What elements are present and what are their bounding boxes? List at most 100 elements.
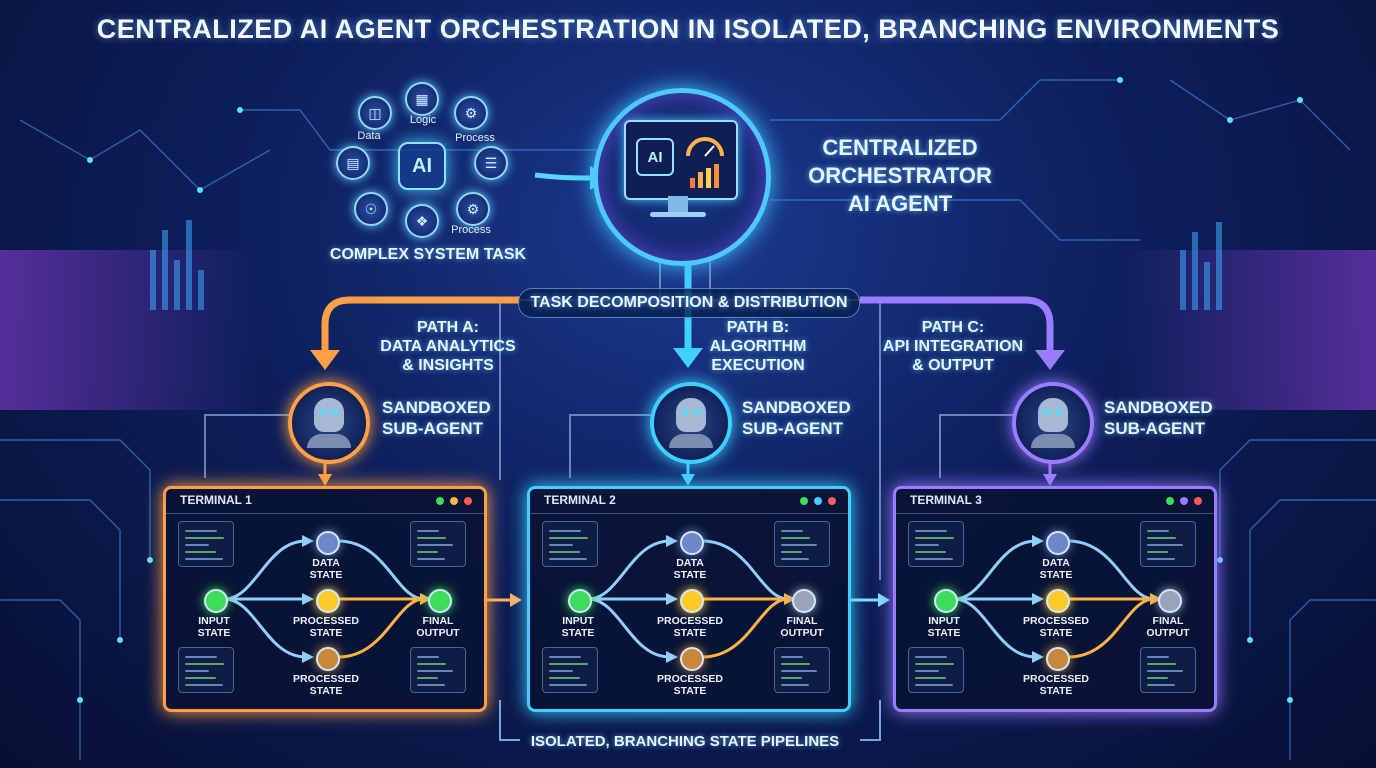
- orchestrator-label: CENTRALIZED ORCHESTRATOR AI AGENT: [808, 135, 992, 216]
- code-panel: [774, 647, 830, 693]
- terminal-title: TERMINAL 1: [180, 493, 252, 507]
- document-icon: ☰: [474, 146, 508, 180]
- path-c-title: PATH C:API INTEGRATION& OUTPUT: [882, 319, 1024, 374]
- processed-state-node: [1046, 589, 1070, 613]
- window-controls: [800, 497, 836, 505]
- processed-state-node: [316, 647, 340, 671]
- monitor-stand: [668, 196, 688, 214]
- code-panel: [908, 521, 964, 567]
- bottom-caption: ISOLATED, BRANCHING STATE PIPELINES: [530, 733, 840, 750]
- final-output-node: [792, 589, 816, 613]
- code-panel: [774, 521, 830, 567]
- terminal-title-bar: TERMINAL 3: [896, 489, 1214, 514]
- state-flow: [953, 535, 1162, 663]
- terminal-title: TERMINAL 2: [544, 493, 616, 507]
- window-dot-icon: [464, 497, 472, 505]
- page-title: CENTRALIZED AI AGENT ORCHESTRATION IN IS…: [96, 14, 1280, 44]
- distribution-label: TASK DECOMPOSITION & DISTRIBUTION: [518, 288, 860, 318]
- robot-icon: [1031, 398, 1075, 448]
- data-state-node: [1046, 531, 1070, 555]
- window-dot-icon: [1166, 497, 1174, 505]
- code-panel: [178, 647, 234, 693]
- database-icon: ◫: [358, 96, 392, 130]
- code-panel: [542, 521, 598, 567]
- code-panel: [1140, 647, 1196, 693]
- window-controls: [436, 497, 472, 505]
- sub-agent-avatar: [650, 382, 732, 464]
- input-state-node: [934, 589, 958, 613]
- data-state-node: [316, 531, 340, 555]
- state-flow: [223, 535, 432, 663]
- ring-label-process: Process: [451, 224, 491, 236]
- sub-agent-avatar: [1012, 382, 1094, 464]
- ring-label-process: Process: [455, 132, 495, 144]
- monitor-base: [650, 212, 706, 217]
- input-state-node: [204, 589, 228, 613]
- processed-state-node: [316, 589, 340, 613]
- puzzle-icon: ❖: [405, 204, 439, 238]
- robot-icon: [669, 398, 713, 448]
- final-output-node: [428, 589, 452, 613]
- window-dot-icon: [814, 497, 822, 505]
- path-a-title: PATH A:DATA ANALYTICS& INSIGHTS: [380, 319, 516, 374]
- window-dot-icon: [1180, 497, 1188, 505]
- code-panel: [410, 647, 466, 693]
- ai-chip-icon: AI: [636, 138, 674, 176]
- state-flow: [587, 535, 796, 663]
- chart-icon: ▤: [336, 146, 370, 180]
- gear-icon: ⚙: [456, 192, 490, 226]
- window-controls: [1166, 497, 1202, 505]
- terminal-title-bar: TERMINAL 1: [166, 489, 484, 514]
- processed-state-node: [680, 589, 704, 613]
- terminal-title: TERMINAL 3: [910, 493, 982, 507]
- ring-label-logic: Logic: [409, 114, 437, 126]
- window-dot-icon: [828, 497, 836, 505]
- network-icon: ☉: [354, 192, 388, 226]
- sub-agent-avatar: [288, 382, 370, 464]
- processed-state-node: [1046, 647, 1070, 671]
- processed-state-node: [680, 647, 704, 671]
- monitor-icon: AI: [624, 120, 738, 200]
- code-panel: [410, 521, 466, 567]
- flowchart-icon: ▦: [405, 82, 439, 116]
- final-output-node: [1158, 589, 1182, 613]
- ai-chip-icon: AI: [398, 142, 446, 190]
- task-ring: ◫ ▦ ⚙ ▤ ☰ ☉ ❖ ⚙ Data Logic Process Proce…: [330, 82, 510, 242]
- gauge-icon: [686, 137, 724, 188]
- task-caption: COMPLEX SYSTEM TASK: [329, 246, 527, 263]
- window-dot-icon: [800, 497, 808, 505]
- gear-icon: ⚙: [454, 96, 488, 130]
- code-panel: [542, 647, 598, 693]
- data-state-node: [680, 531, 704, 555]
- window-dot-icon: [436, 497, 444, 505]
- code-panel: [1140, 521, 1196, 567]
- window-dot-icon: [1194, 497, 1202, 505]
- code-panel: [908, 647, 964, 693]
- window-dot-icon: [450, 497, 458, 505]
- terminal-title-bar: TERMINAL 2: [530, 489, 848, 514]
- input-state-node: [568, 589, 592, 613]
